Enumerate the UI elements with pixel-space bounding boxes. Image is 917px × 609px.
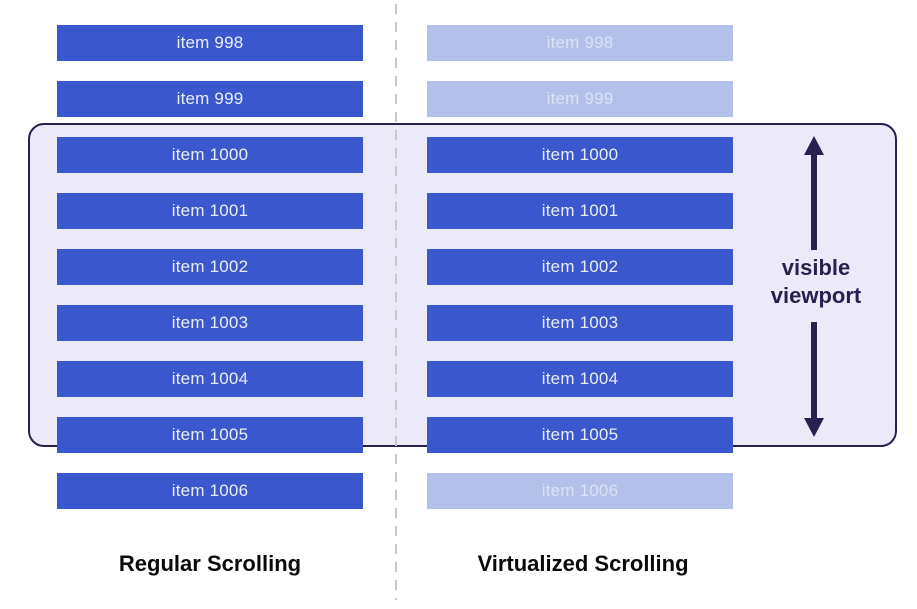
visible-viewport-label: visible viewport: [739, 254, 893, 310]
list-item: item 998: [427, 25, 733, 61]
list-item: item 999: [427, 81, 733, 117]
list-item: item 1004: [427, 361, 733, 397]
arrow-up-icon: [804, 136, 824, 155]
visible-viewport-label-line2: viewport: [770, 283, 862, 308]
virtualized-scrolling-caption: Virtualized Scrolling: [477, 551, 689, 576]
list-item: item 1002: [427, 249, 733, 285]
list-item: item 1001: [57, 193, 363, 229]
list-item: item 1003: [427, 305, 733, 341]
dashed-divider: [395, 4, 397, 600]
arrow-up-line: [811, 152, 817, 250]
list-item: item 1005: [427, 417, 733, 453]
list-item: item 1003: [57, 305, 363, 341]
list-item: item 999: [57, 81, 363, 117]
list-item: item 1000: [57, 137, 363, 173]
list-item: item 1004: [57, 361, 363, 397]
arrow-down-line: [811, 322, 817, 420]
regular-scrolling-caption: Regular Scrolling: [118, 551, 302, 576]
regular-scrolling-list: item 998 item 999 item 1000 item 1001 it…: [57, 25, 363, 509]
list-item: item 998: [57, 25, 363, 61]
list-item: item 1001: [427, 193, 733, 229]
list-item: item 1005: [57, 417, 363, 453]
list-item: item 1006: [57, 473, 363, 509]
virtualized-scrolling-list: item 998 item 999 item 1000 item 1001 it…: [427, 25, 733, 509]
arrow-down-icon: [804, 418, 824, 437]
list-item: item 1002: [57, 249, 363, 285]
visible-viewport-label-line1: visible: [781, 255, 851, 280]
list-item: item 1006: [427, 473, 733, 509]
list-item: item 1000: [427, 137, 733, 173]
